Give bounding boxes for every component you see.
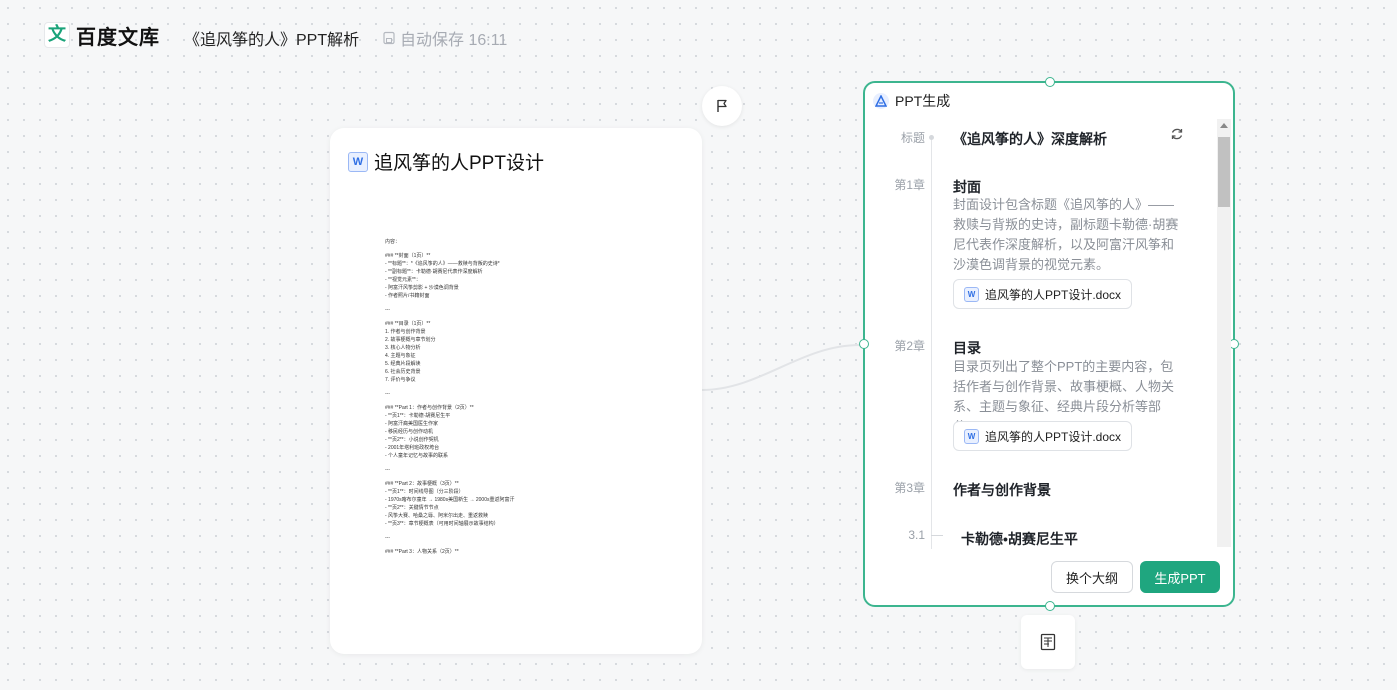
preview-line: - **页1**：时间线导图（分三阶段） (385, 489, 464, 495)
preview-line: 7. 评价与争议 (385, 377, 416, 383)
doc-card-title: 追风筝的人PPT设计 (374, 153, 544, 174)
document-title[interactable]: 《追风筝的人》PPT解析 (184, 32, 360, 49)
refresh-icon (1171, 128, 1183, 140)
flag-icon (717, 99, 727, 112)
preview-line: - **页2**：关键情节节点 (385, 505, 439, 511)
generate-ppt-button[interactable]: 生成PPT (1140, 561, 1220, 593)
scroll-thumb[interactable] (1218, 137, 1230, 207)
preview-line: ### **封面（1页）** (385, 253, 431, 259)
preview-line: - **页2**：小说创作契机 (385, 437, 439, 443)
ppt-card-footer: 换个大纲 生成PPT (865, 559, 1233, 603)
outline-scrollbar[interactable] (1217, 119, 1231, 547)
preview-line: - 2001年塔利班政权垮台 (385, 445, 440, 451)
file-chip-name: 追风筝的人PPT设计.docx (985, 429, 1122, 444)
preview-line: - **视觉元素**： (385, 277, 421, 283)
ppt-card-title: PPT生成 (895, 93, 951, 109)
preview-line: - **页3**：章节梗概表（可用时间轴展示故事结构） (385, 521, 499, 527)
preview-line: - **副标题**：卡勒德·胡赛尼代表作深度解析 (385, 269, 483, 275)
refresh-title-button[interactable] (1170, 127, 1184, 146)
preview-line: 1. 作者与创作背景 (385, 329, 426, 335)
autosave-text: 自动保存 16:11 (400, 32, 508, 49)
word-doc-icon: W (964, 428, 979, 444)
timeline-dot (929, 135, 934, 140)
doc-card-header: W 追风筝的人PPT设计 (348, 148, 544, 175)
subsection-label: 3.1 (908, 528, 925, 542)
logo-text: 百度文库 (76, 26, 160, 49)
preview-line: 4. 主题与象征 (385, 353, 416, 359)
scroll-up-arrow-icon[interactable] (1220, 123, 1228, 128)
timeline-line (931, 135, 932, 549)
document-node-icon (1040, 633, 1056, 651)
connection-handle-left[interactable] (859, 339, 869, 349)
title-label: 标题 (900, 131, 925, 145)
baidu-wenku-logo[interactable]: 文 百度文库 (44, 20, 160, 50)
preview-line: ### **Part 1：作者与创作背景（2页）** (385, 405, 474, 411)
chapter-title[interactable]: 作者与创作背景 (953, 482, 1051, 498)
preview-line: - 风筝大赛、哈桑之辱、阿米尔出走、重返救赎 (385, 513, 489, 519)
subsection-connector (931, 535, 943, 536)
preview-line: 6. 社会历史背景 (385, 369, 421, 375)
save-icon (383, 31, 395, 45)
file-chip-name: 追风筝的人PPT设计.docx (985, 287, 1122, 302)
change-outline-button[interactable]: 换个大纲 (1051, 561, 1133, 593)
chapter-description: 封面设计包含标题《追风筝的人》——救赎与背叛的史诗，副标题卡勒德·胡赛尼代表作深… (953, 197, 1179, 272)
preview-line: 内容： (385, 239, 401, 245)
preview-line: ### **Part 3：人物关系（2页）** (385, 549, 459, 555)
top-bar: 文 百度文库 《追风筝的人》PPT解析 自动保存 16:11 (0, 0, 1397, 72)
wenku-logo-icon: 文 (44, 22, 70, 48)
document-preview: 内容： ### **封面（1页）** - **标题**：*《追风筝的人》——救赎与背… (385, 238, 655, 556)
subsection-title[interactable]: 卡勒德•胡赛尼生平 (961, 531, 1078, 547)
source-document-card[interactable]: W 追风筝的人PPT设计 内容： ### **封面（1页）** - **标题**：*… (330, 128, 702, 654)
preview-line: - 移民经历与创作动机 (385, 429, 434, 435)
ai-logo-icon (873, 93, 889, 109)
preview-line: 3. 核心人物分析 (385, 345, 421, 351)
preview-line: - 1970s喀布尔童年 → 1980s美国新生 → 2000s重返阿富汗 (385, 497, 515, 503)
preview-line: 2. 故事梗概与章节划分 (385, 337, 436, 343)
preview-line: ### **目录（1页）** (385, 321, 431, 327)
word-doc-icon: W (348, 151, 368, 172)
preview-line: - **页1**：卡勒德·胡赛尼生平 (385, 413, 451, 419)
preview-line: - 阿富汗裔美国医生作家 (385, 421, 439, 427)
chapter-label: 第1章 (894, 178, 925, 192)
preview-line: 5. 经典片段解读 (385, 361, 421, 367)
preview-line: - 作者照片/书籍封面 (385, 293, 430, 299)
chapter-label: 第3章 (894, 481, 925, 495)
preview-line: --- (385, 467, 390, 473)
autosave-status: 自动保存 16:11 (382, 26, 507, 50)
ppt-title-value[interactable]: 《追风筝的人》深度解析 (953, 131, 1107, 147)
word-doc-icon: W (964, 286, 979, 302)
preview-line: - **标题**：*《追风筝的人》——救赎与背叛的史诗* (385, 261, 500, 267)
preview-line: --- (385, 307, 390, 313)
chapter-title[interactable]: 目录 (953, 340, 981, 356)
preview-line: --- (385, 535, 390, 541)
connection-handle-bottom[interactable] (1045, 601, 1055, 611)
preview-line: - 个人童年记忆与故事的联系 (385, 453, 449, 459)
file-chip[interactable]: W 追风筝的人PPT设计.docx (953, 279, 1133, 309)
preview-line: ### **Part 2：故事梗概（3页）** (385, 481, 459, 487)
preview-line: - 阿富汗风筝剪影 + 沙漠色调背景 (385, 285, 459, 291)
ppt-card-header: PPT生成 (873, 91, 950, 111)
chapter-label: 第2章 (894, 339, 925, 353)
connection-handle-top[interactable] (1045, 77, 1055, 87)
flag-button[interactable] (702, 86, 742, 126)
file-chip[interactable]: W 追风筝的人PPT设计.docx (953, 421, 1133, 451)
outline-list[interactable]: 标题 《追风筝的人》深度解析 第1章 封面 封面设计包含标题《追风筝的人》——救… (865, 119, 1217, 549)
preview-line: --- (385, 391, 390, 397)
document-node-button[interactable] (1021, 615, 1075, 669)
ppt-generation-card[interactable]: PPT生成 标题 《追风筝的人》深度解析 第1章 封面 封面设计包含标题《追风筝… (859, 77, 1239, 611)
chapter-title[interactable]: 封面 (953, 179, 981, 195)
